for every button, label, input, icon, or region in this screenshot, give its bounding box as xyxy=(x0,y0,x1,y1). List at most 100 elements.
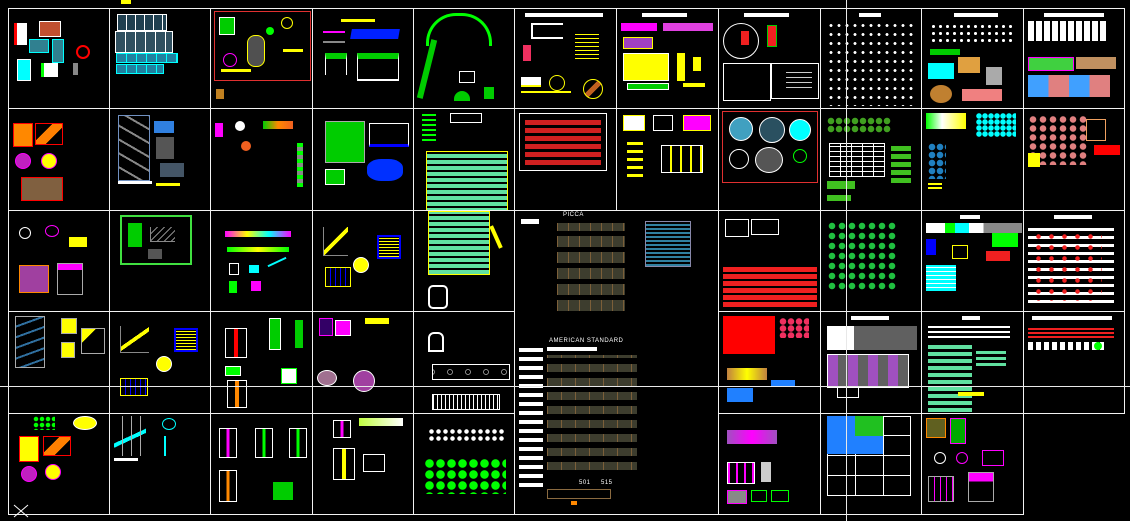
sheet-r2c8[interactable] xyxy=(718,108,821,211)
drawing-block xyxy=(661,145,703,173)
sheet-r2c6[interactable] xyxy=(514,108,617,211)
sheet-r3c1[interactable] xyxy=(8,210,110,312)
sheet-r3c2[interactable] xyxy=(109,210,211,312)
drawing-block xyxy=(424,458,506,494)
drawing-block xyxy=(114,458,138,461)
drawing-block xyxy=(454,91,470,101)
drawing-block xyxy=(771,63,819,99)
sheet-title xyxy=(962,316,980,320)
sheet-r1c11[interactable] xyxy=(1023,8,1125,109)
drawing-block xyxy=(968,472,994,502)
drawing-block xyxy=(225,231,291,237)
drawing-block xyxy=(793,149,807,163)
drawing-block xyxy=(827,221,897,291)
yellow-marker xyxy=(121,0,131,4)
sheet-r5c9[interactable] xyxy=(820,413,922,515)
drawing-block xyxy=(154,121,174,133)
sheet-r4c5[interactable] xyxy=(413,311,515,414)
drawing-block xyxy=(120,378,148,396)
sheet-r4c11[interactable] xyxy=(1023,311,1125,414)
drawing-block xyxy=(930,49,960,55)
sheet-r4c10[interactable] xyxy=(921,311,1024,414)
sheet-r1c7[interactable] xyxy=(616,8,719,109)
drawing-block xyxy=(266,27,274,35)
drawing-block xyxy=(369,123,409,147)
drawing-block xyxy=(930,23,1012,45)
drawing-block xyxy=(928,342,972,412)
sheet-r4c1[interactable] xyxy=(8,311,110,414)
sheet-r5c2[interactable] xyxy=(109,413,211,515)
sheet-r4c3[interactable] xyxy=(210,311,313,414)
sheet-r1c6[interactable] xyxy=(514,8,617,109)
sheet-title xyxy=(1054,215,1092,219)
drawing-block xyxy=(928,143,946,179)
drawing-block xyxy=(855,416,883,436)
drawing-block xyxy=(365,318,389,324)
sheet-r4c8[interactable] xyxy=(718,311,821,414)
sheet-r1c9[interactable] xyxy=(820,8,922,109)
drawing-block xyxy=(14,23,27,45)
sheet-r4c4[interactable] xyxy=(312,311,414,414)
drawing-block xyxy=(325,169,345,185)
sheet-r4c9[interactable] xyxy=(820,311,922,414)
sheet-r3c11[interactable] xyxy=(1023,210,1125,312)
sheet-r1c10[interactable] xyxy=(921,8,1024,109)
drawing-block xyxy=(755,147,783,173)
drawing-block xyxy=(15,153,31,169)
drawing-block xyxy=(174,328,198,352)
drawing-block xyxy=(926,239,936,255)
sheet-r5c8[interactable] xyxy=(718,413,821,515)
sheet-r2c1[interactable] xyxy=(8,108,110,211)
sheet-r2c5[interactable] xyxy=(413,108,515,211)
sheet-r2c10[interactable] xyxy=(921,108,1024,211)
drawing-block xyxy=(771,490,789,502)
sheet-r2c4[interactable] xyxy=(312,108,414,211)
text-block xyxy=(928,324,1010,338)
sheet-r1c4[interactable] xyxy=(312,8,414,109)
sheet-r2c9[interactable] xyxy=(820,108,922,211)
drawing-block xyxy=(827,117,891,133)
sheet-r2c7[interactable] xyxy=(616,108,719,211)
sheet-r1c8[interactable] xyxy=(718,8,821,109)
sheet-r5c4[interactable] xyxy=(312,413,414,515)
sheet-r3c5[interactable] xyxy=(413,210,515,312)
drawing-block xyxy=(727,462,755,484)
sheet-r1c3[interactable] xyxy=(210,8,313,109)
drawing-block xyxy=(225,328,247,358)
drawing-block xyxy=(723,23,759,59)
sheet-r5c1[interactable] xyxy=(8,413,110,515)
drawing-block xyxy=(350,29,400,39)
drawing-block xyxy=(751,490,767,502)
sheet-r3c10[interactable] xyxy=(921,210,1024,312)
drawing-block xyxy=(525,119,601,165)
drawing-block xyxy=(767,25,777,47)
sheet-r3c8[interactable] xyxy=(718,210,821,312)
drawing-block xyxy=(422,113,436,141)
drawing-block xyxy=(335,320,351,336)
sheet-r2c2[interactable] xyxy=(109,108,211,211)
drawing-block xyxy=(950,418,966,444)
sheet-r3c6[interactable]: PICCA AMERICAN STANDARD 501 515 xyxy=(514,210,719,515)
sheet-r3c9[interactable] xyxy=(820,210,922,312)
sheet-r1c5[interactable] xyxy=(413,8,515,109)
drawing-block xyxy=(952,245,968,259)
cursor-crosshair-vertical xyxy=(846,0,847,521)
drawing-block xyxy=(19,436,39,462)
drawing-block xyxy=(162,418,176,430)
drawing-block xyxy=(251,281,261,291)
sheet-r3c4[interactable] xyxy=(312,210,414,312)
sheet-r1c1[interactable] xyxy=(8,8,110,109)
sheet-r1c2[interactable] xyxy=(109,8,211,109)
red-frame xyxy=(214,11,311,81)
sheet-r4c2[interactable] xyxy=(109,311,211,414)
sheet-r2c3[interactable] xyxy=(210,108,313,211)
sheet-r5c5[interactable] xyxy=(413,413,515,515)
drawing-block xyxy=(926,223,1022,233)
sheet-r5c10[interactable] xyxy=(921,413,1024,515)
sheet-r2c11[interactable] xyxy=(1023,108,1125,211)
grid-frame xyxy=(827,416,911,496)
drawing-block xyxy=(289,428,307,458)
sheet-r5c3[interactable] xyxy=(210,413,313,515)
sheet-r3c3[interactable] xyxy=(210,210,313,312)
